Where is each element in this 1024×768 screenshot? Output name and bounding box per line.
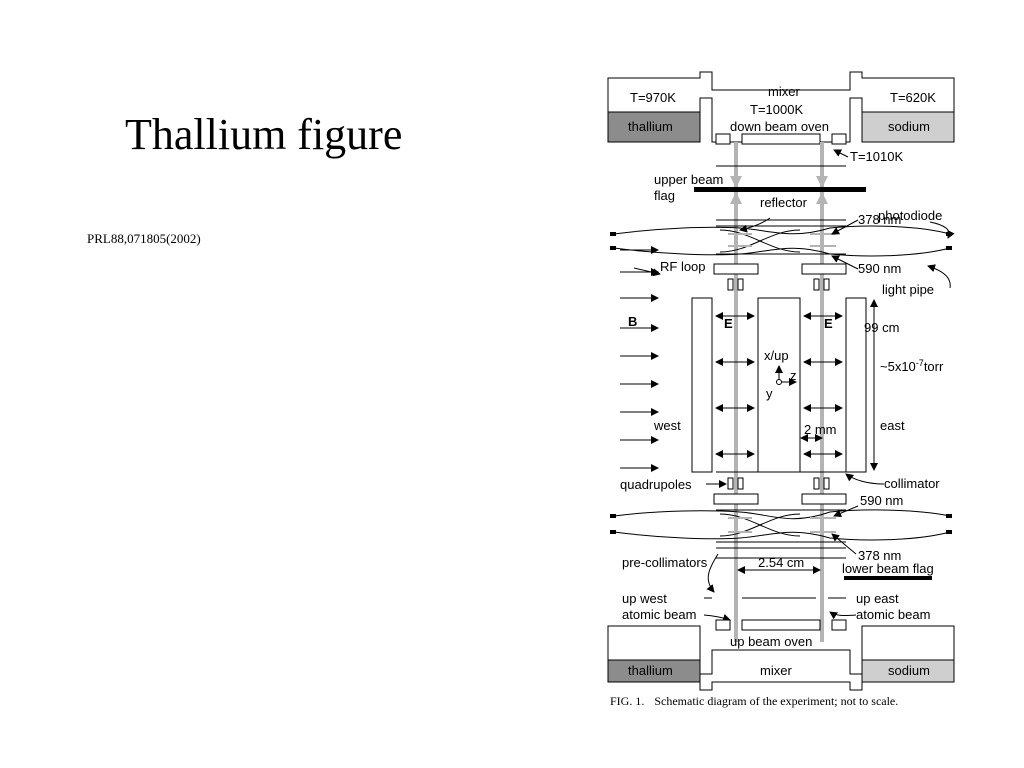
label-590nm-bottom: 590 nm [860, 493, 903, 508]
lower-beam-flag-bar [844, 576, 932, 580]
label-up-beam-oven: up beam oven [730, 634, 812, 649]
label-sodium-bottom: sodium [888, 663, 930, 678]
reference-citation: PRL88,071805(2002) [87, 231, 201, 246]
sodium-oven-top [861, 111, 955, 143]
label-t1010: T=1010K [850, 149, 903, 164]
label-254cm: 2.54 cm [758, 555, 804, 570]
top-oven-housing [607, 71, 955, 145]
label-xup: x/up [764, 348, 789, 363]
label-2mm: 2 mm [804, 422, 837, 437]
label-thallium-top: thallium [628, 119, 673, 134]
label-collimator: collimator [884, 476, 940, 491]
label-quadrupoles: quadrupoles [620, 477, 692, 492]
label-99cm: 99 cm [864, 320, 899, 335]
label-mixer-top: mixer [768, 84, 800, 99]
figure-caption: FIG. 1.Schematic diagram of the experime… [610, 694, 898, 708]
label-atomic-beam-right: atomic beam [856, 607, 930, 622]
label-mixer-bottom: mixer [760, 663, 792, 678]
label-378nm-bottom: 378 nm [858, 548, 901, 563]
label-up-west: up west [622, 591, 667, 606]
label-light-pipe: light pipe [882, 282, 934, 297]
upper-beam-flag-bar [694, 187, 866, 192]
label-rf-loop: RF loop [660, 259, 706, 274]
label-y: y [766, 386, 773, 401]
label-west: west [653, 418, 681, 433]
label-z: z [790, 368, 797, 383]
coordinate-axes [775, 365, 797, 386]
label-t620: T=620K [890, 90, 936, 105]
upper-laser-region [610, 225, 952, 257]
label-flag: flag [654, 188, 675, 203]
label-reflector: reflector [760, 195, 808, 210]
sodium-oven-bottom [861, 659, 955, 683]
label-e-left: E [724, 316, 733, 331]
label-thallium-bottom: thallium [628, 663, 673, 678]
label-lower-beam-flag: lower beam flag [842, 561, 934, 576]
label-t970: T=970K [630, 90, 676, 105]
label-sodium-top: sodium [888, 119, 930, 134]
label-pre-collimators: pre-collimators [622, 555, 708, 570]
label-up-east: up east [856, 591, 899, 606]
thallium-oven-top [607, 111, 701, 143]
label-b-field: B [628, 314, 637, 329]
bottom-oven-housing [607, 619, 955, 691]
label-atomic-beam-left: atomic beam [622, 607, 696, 622]
slide-title: Thallium figure [125, 110, 403, 159]
experiment-schematic-figure: T=970K mixer T=1000K T=620K thallium dow… [600, 70, 970, 710]
label-down-beam-oven: down beam oven [730, 119, 829, 134]
thallium-oven-bottom [607, 659, 701, 683]
label-torr: ~5x10-7torr [880, 358, 944, 374]
label-east: east [880, 418, 905, 433]
label-photodiode: photodiode [878, 208, 942, 223]
schematic-diagram: T=970K mixer T=1000K T=620K thallium dow… [607, 71, 955, 708]
label-e-right: E [824, 316, 833, 331]
label-590nm-top: 590 nm [858, 261, 901, 276]
label-t1000: T=1000K [750, 102, 803, 117]
label-378nm-top: 378 nm [858, 212, 901, 227]
label-upper-beam: upper beam [654, 172, 723, 187]
b-field-arrows [620, 246, 659, 472]
lower-laser-region [610, 509, 952, 543]
